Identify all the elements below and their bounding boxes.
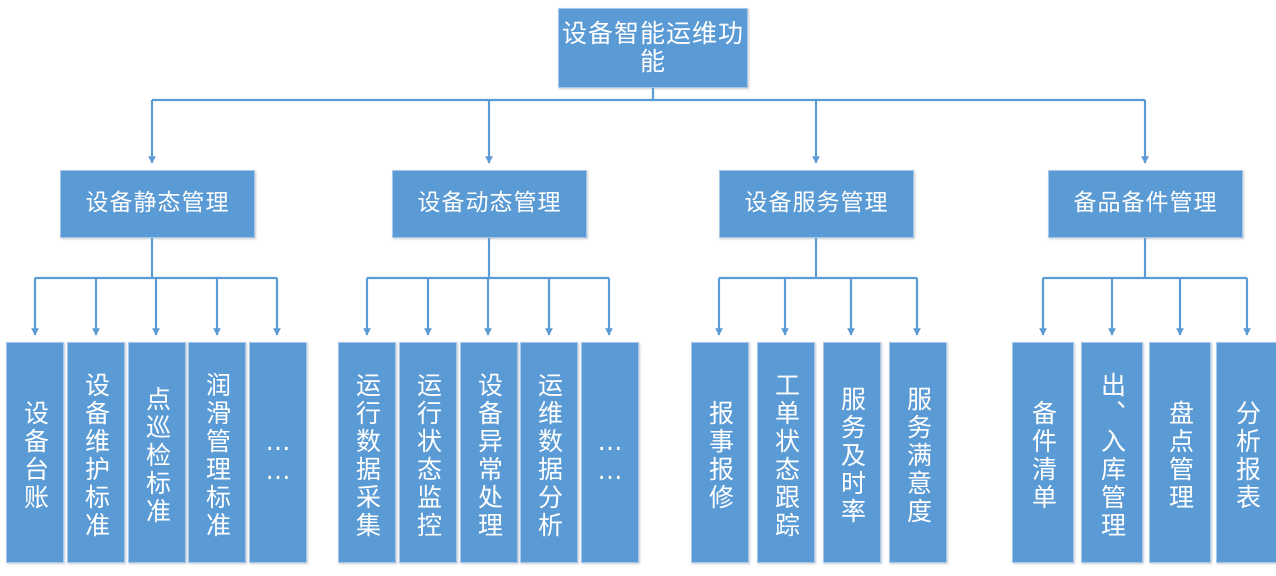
node-root-label: 设备智能运维功能: [561, 19, 744, 76]
node-leaf-4-2[interactable]: 出、入库管理: [1081, 342, 1143, 563]
node-leaf-2-4[interactable]: 运维数据分析: [520, 342, 578, 563]
node-category-1-label: 设备静态管理: [85, 190, 230, 217]
node-leaf-3-2[interactable]: 工单状态跟踪: [757, 342, 815, 563]
node-leaf-2-2[interactable]: 运行状态监控: [399, 342, 457, 563]
node-leaf-1-2-label: 设备维护标准: [81, 371, 111, 540]
node-leaf-2-1[interactable]: 运行数据采集: [338, 342, 396, 563]
node-category-4-label: 备品备件管理: [1073, 190, 1218, 217]
node-leaf-1-3-label: 点巡检标准: [142, 385, 172, 526]
node-leaf-1-4[interactable]: 润滑管理标准: [188, 342, 246, 563]
node-leaf-3-4[interactable]: 服务满意度: [889, 342, 947, 563]
node-category-4[interactable]: 备品备件管理: [1048, 170, 1243, 238]
node-leaf-1-1[interactable]: 设备台账: [6, 342, 64, 563]
node-category-2[interactable]: 设备动态管理: [392, 170, 587, 238]
node-leaf-4-1-label: 备件清单: [1028, 399, 1058, 512]
node-leaf-3-2-label: 工单状态跟踪: [771, 371, 801, 540]
node-root[interactable]: 设备智能运维功能: [558, 8, 748, 88]
node-leaf-2-3-label: 设备异常处理: [474, 371, 504, 540]
node-leaf-4-4-label: 分析报表: [1232, 399, 1262, 512]
node-leaf-2-5[interactable]: ……: [581, 342, 639, 563]
node-category-3-label: 设备服务管理: [744, 190, 889, 217]
node-leaf-1-5[interactable]: ……: [249, 342, 307, 563]
node-leaf-2-5-label: ……: [595, 426, 625, 485]
node-leaf-3-3-label: 服务及时率: [837, 385, 867, 526]
node-leaf-3-1[interactable]: 报事报修: [691, 342, 749, 563]
node-leaf-1-2[interactable]: 设备维护标准: [67, 342, 125, 563]
node-leaf-3-4-label: 服务满意度: [903, 385, 933, 526]
node-category-3[interactable]: 设备服务管理: [719, 170, 914, 238]
node-leaf-1-5-label: ……: [263, 426, 293, 485]
node-leaf-2-4-label: 运维数据分析: [534, 371, 564, 540]
node-leaf-2-2-label: 运行状态监控: [413, 371, 443, 540]
node-category-2-label: 设备动态管理: [417, 190, 562, 217]
node-leaf-4-4[interactable]: 分析报表: [1216, 342, 1276, 563]
node-leaf-4-3-label: 盘点管理: [1165, 399, 1195, 512]
node-leaf-3-3[interactable]: 服务及时率: [823, 342, 881, 563]
node-category-1[interactable]: 设备静态管理: [60, 170, 255, 238]
node-leaf-1-3[interactable]: 点巡检标准: [128, 342, 186, 563]
node-leaf-1-1-label: 设备台账: [20, 399, 50, 512]
node-leaf-2-3[interactable]: 设备异常处理: [460, 342, 518, 563]
node-leaf-4-3[interactable]: 盘点管理: [1149, 342, 1211, 563]
node-leaf-4-1[interactable]: 备件清单: [1012, 342, 1074, 563]
node-leaf-4-2-label: 出、入库管理: [1097, 371, 1127, 540]
node-leaf-1-4-label: 润滑管理标准: [202, 371, 232, 540]
node-leaf-3-1-label: 报事报修: [705, 399, 735, 512]
node-leaf-2-1-label: 运行数据采集: [352, 371, 382, 540]
